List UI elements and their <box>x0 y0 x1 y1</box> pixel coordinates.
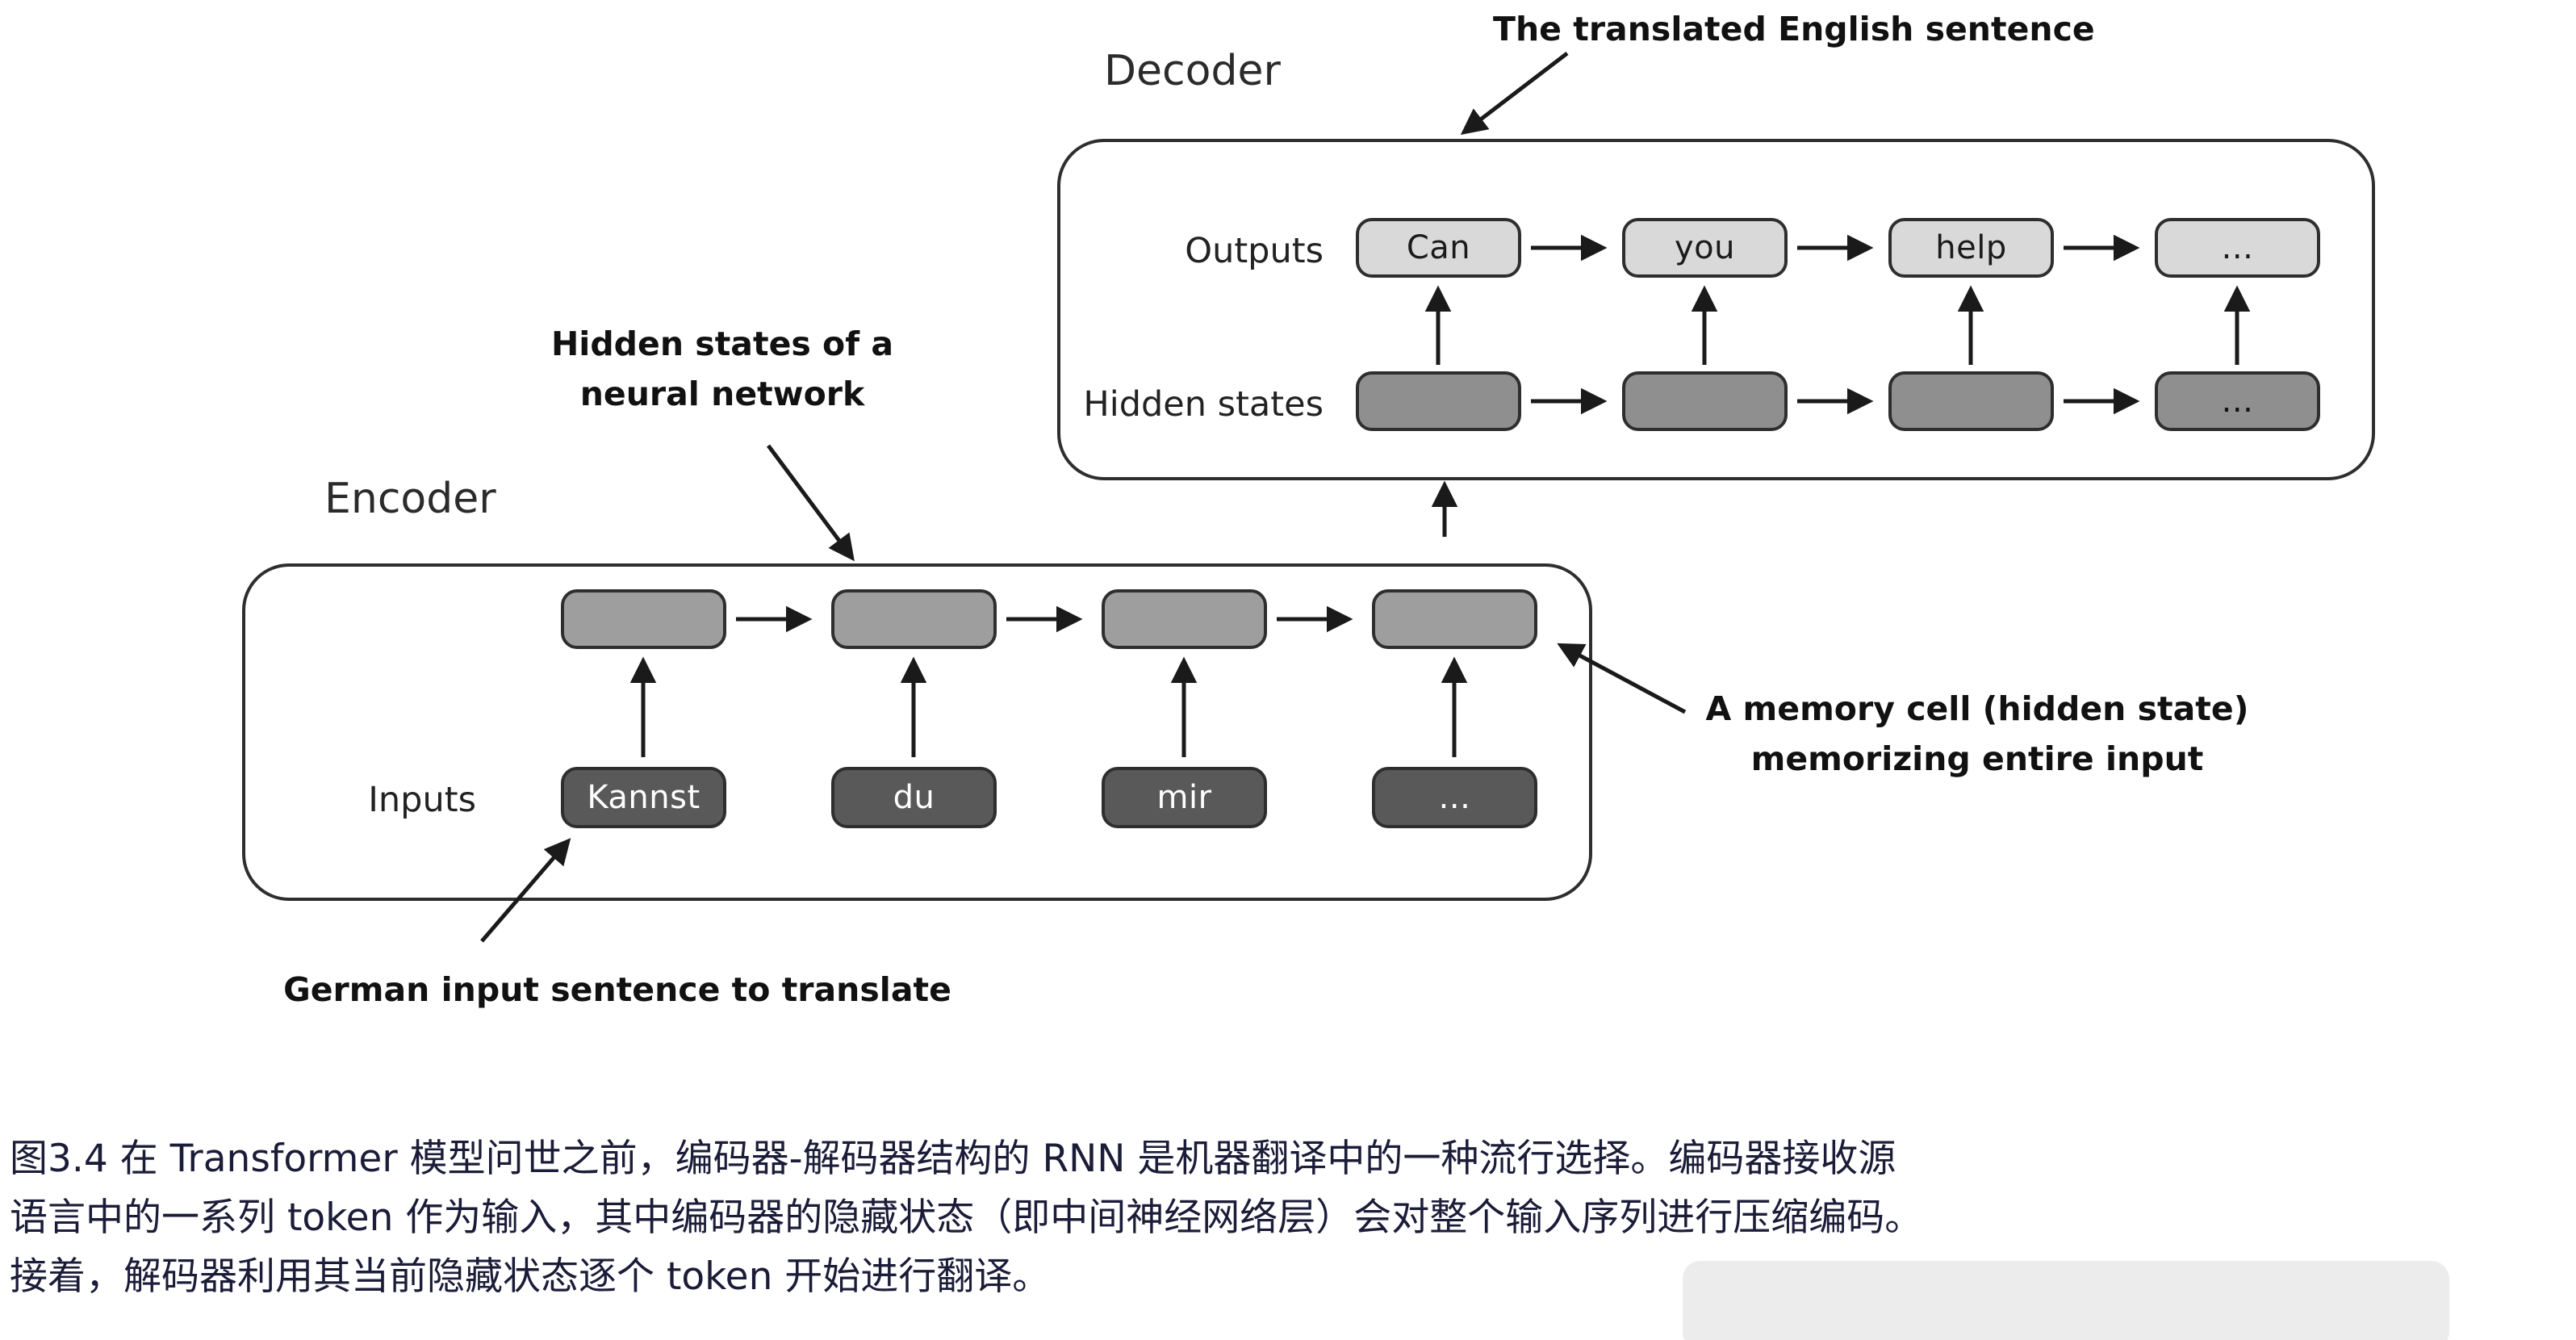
encoder-input-box-2: du <box>831 767 997 828</box>
caption-line-2: 语言中的一系列 token 作为输入，其中编码器的隐藏状态（即中间神经网络层）会… <box>10 1195 1923 1240</box>
decoder-title: Decoder <box>1104 47 1281 95</box>
encoder-hidden-box-4 <box>1372 589 1537 649</box>
encoder-hidden-box-3 <box>1102 589 1267 649</box>
annotation-hidden-states: Hidden states of a neural network <box>508 320 936 419</box>
decoder-output-box-4: ... <box>2155 218 2320 278</box>
encoder-input-box-1: Kannst <box>561 767 726 828</box>
decoder-hidden-box-1 <box>1356 371 1521 431</box>
encoder-input-box-3: mir <box>1102 767 1267 828</box>
annotation-hidden-states-line1: Hidden states of a <box>550 325 894 363</box>
decoder-output-box-3: help <box>1888 218 2054 278</box>
encoder-hidden-box-2 <box>831 589 997 649</box>
caption-line-1: 图3.4 在 Transformer 模型问世之前，编码器-解码器结构的 RNN… <box>10 1137 1896 1181</box>
translated-sentence-pointer-arrow <box>1460 52 1569 135</box>
annotation-memory-cell-line2: memorizing entire input <box>1750 739 2204 778</box>
annotation-german-input: German input sentence to translate <box>283 970 951 1009</box>
annotation-translated-sentence: The translated English sentence <box>1493 10 2095 48</box>
decoder-output-box-2: you <box>1622 218 1788 278</box>
encoder-input-box-4: ... <box>1372 767 1537 828</box>
caption-line-3: 接着，解码器利用其当前隐藏状态逐个 token 开始进行翻译。 <box>10 1254 1051 1299</box>
decoder-hidden-box-4: ... <box>2155 371 2320 431</box>
decoder-hidden-box-2 <box>1622 371 1788 431</box>
decoder-outputs-label: Outputs <box>1185 231 1324 271</box>
annotation-hidden-states-line2: neural network <box>579 374 865 413</box>
decoder-frame <box>1057 139 2375 480</box>
encoder-hidden-box-1 <box>561 589 726 649</box>
encoder-title: Encoder <box>324 475 496 523</box>
decoder-hidden-box-3 <box>1888 371 2054 431</box>
decoder-output-box-1: Can <box>1356 218 1521 278</box>
watermark-block <box>1683 1261 2449 1340</box>
annotation-memory-cell: A memory cell (hidden state) memorizing … <box>1662 685 2292 784</box>
annotation-memory-cell-line1: A memory cell (hidden state) <box>1705 689 2249 728</box>
encoder-frame <box>242 563 1592 901</box>
encoder-inputs-label: Inputs <box>368 780 476 820</box>
hidden-states-pointer-arrow <box>766 444 855 562</box>
decoder-hidden-label: Hidden states <box>1083 384 1324 425</box>
figure-caption: 图3.4 在 Transformer 模型问世之前，编码器-解码器结构的 RNN… <box>10 1130 2570 1307</box>
